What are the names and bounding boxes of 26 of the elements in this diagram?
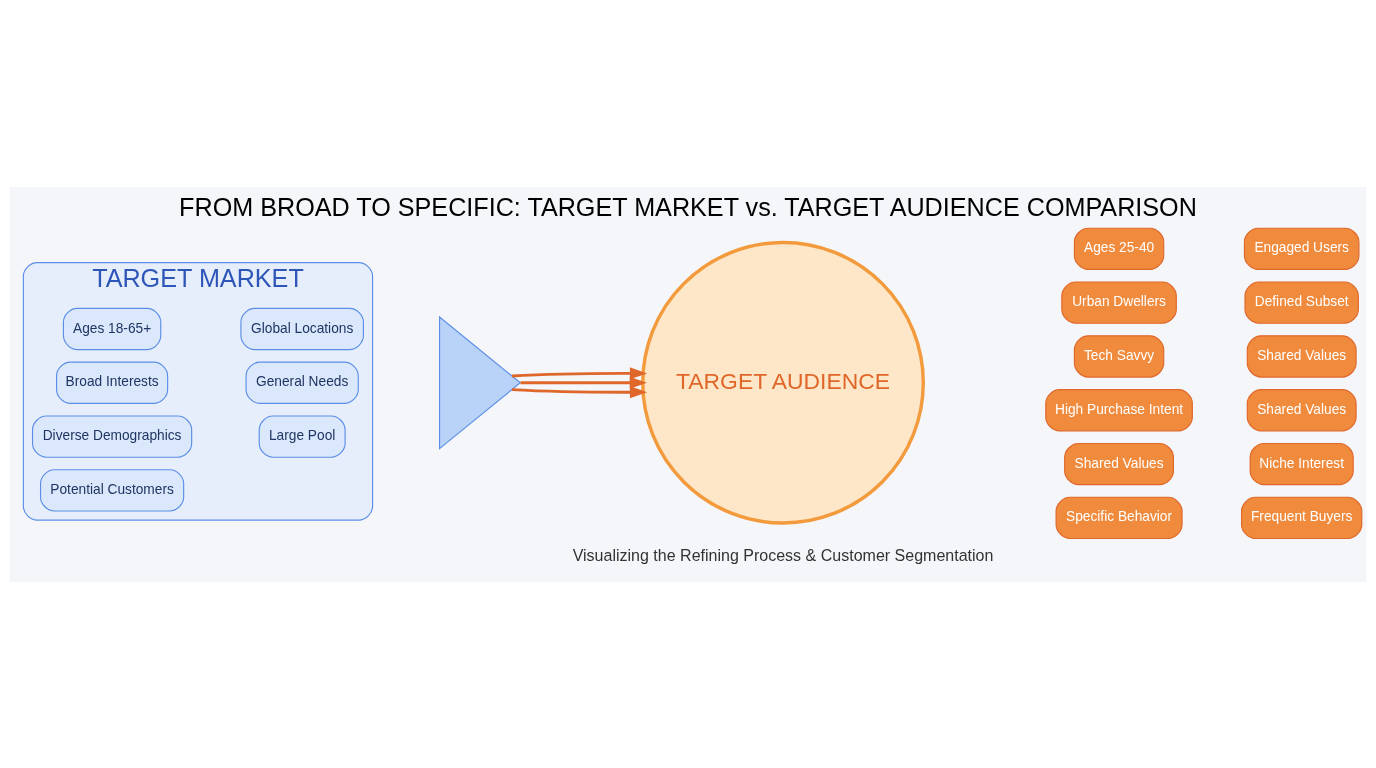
- caption: Visualizing the Refining Process & Customer Segmentation: [572, 545, 994, 564]
- node-box: Diverse Demographics: [31, 414, 193, 458]
- arrow: [520, 376, 647, 389]
- node-box: Engaged Users: [1243, 227, 1360, 270]
- node-cone: [439, 315, 522, 450]
- node-box: Tech Savvy: [1073, 334, 1165, 378]
- node-box: Ages 25-40: [1073, 227, 1165, 270]
- node-box: Defined Subset: [1244, 280, 1359, 324]
- node-box: Shared Values: [1064, 442, 1174, 485]
- node-box: Shared Values: [1246, 334, 1357, 378]
- node-box: Niche Interest: [1249, 442, 1354, 485]
- arrow: [511, 366, 648, 379]
- node-box: General Needs: [245, 361, 359, 404]
- node-box: Global Locations: [240, 307, 364, 350]
- node-box: Urban Dwellers: [1061, 280, 1177, 324]
- node-circle: TARGET AUDIENCE: [641, 240, 925, 525]
- node-box: Broad Interests: [56, 361, 169, 404]
- node-box: Specific Behavior: [1055, 496, 1183, 539]
- arrow: [511, 385, 648, 398]
- node-box: Frequent Buyers: [1241, 496, 1363, 539]
- node-box: Ages 18-65+: [62, 307, 162, 350]
- diagram-title: FROM BROAD TO SPECIFIC: TARGET MARKET vs. TARGET AUDIENCE COMPARISON: [179, 192, 1197, 221]
- node-box: Potential Customers: [39, 468, 185, 512]
- node-box: High Purchase Intent: [1045, 388, 1193, 431]
- node-box: Shared Values: [1246, 388, 1357, 431]
- node-box: Large Pool: [258, 414, 346, 458]
